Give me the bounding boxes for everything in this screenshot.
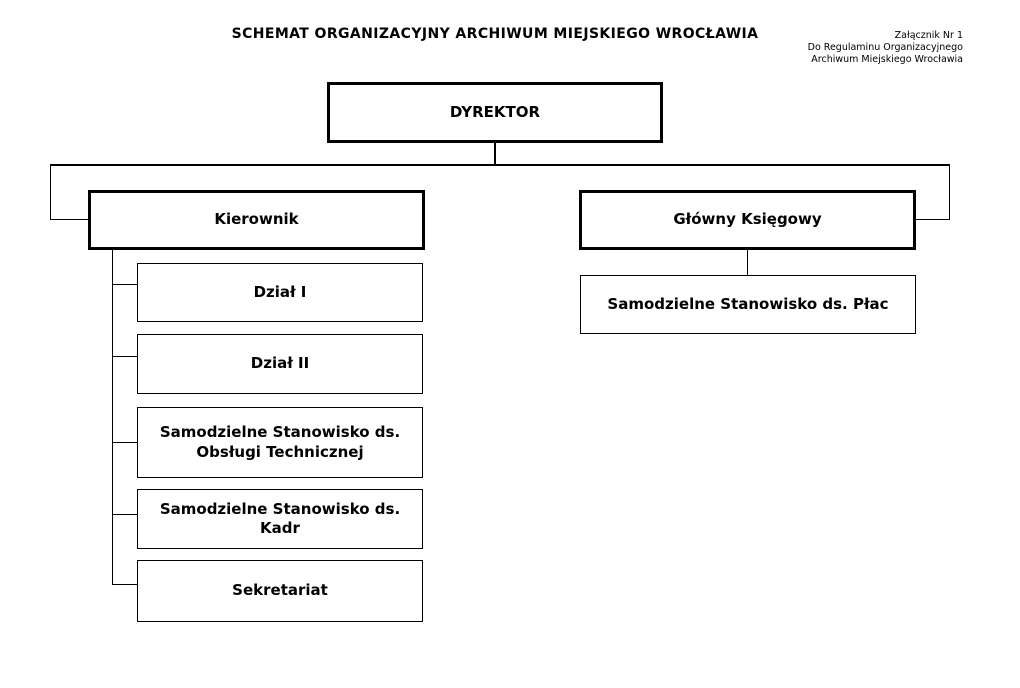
node-plac: Samodzielne Stanowisko ds. Płac	[580, 275, 916, 334]
connector-stub-sekretariat	[112, 584, 137, 585]
attachment-note-line-1: Załącznik Nr 1	[894, 30, 963, 41]
node-director: DYREKTOR	[327, 82, 663, 143]
connector-accountant-down	[747, 250, 748, 275]
connector-left-elbow-vertical	[50, 164, 51, 220]
connector-stub-kadr	[112, 514, 137, 515]
connector-right-elbow-vertical	[949, 164, 950, 220]
node-dzial-2: Dział II	[137, 334, 423, 394]
node-dzial-1-label: Dział I	[253, 282, 307, 301]
connector-left-elbow-horizontal	[50, 219, 88, 220]
node-plac-label: Samodzielne Stanowisko ds. Płac	[607, 294, 889, 313]
connector-stub-dzial-1	[112, 284, 137, 285]
connector-stub-obslugi-technicznej	[112, 442, 137, 443]
node-chief-accountant: Główny Księgowy	[579, 190, 916, 250]
node-dzial-1: Dział I	[137, 263, 423, 322]
attachment-note-line-3: Archiwum Miejskiego Wrocławia	[811, 54, 963, 65]
node-obslugi-technicznej-label: Samodzielne Stanowisko ds. Obsługi Techn…	[159, 423, 401, 461]
node-sekretariat: Sekretariat	[137, 560, 423, 622]
node-chief-accountant-label: Główny Księgowy	[673, 210, 822, 229]
node-manager-label: Kierownik	[214, 210, 299, 229]
connector-right-elbow-horizontal	[916, 219, 949, 220]
attachment-note-line-2: Do Regulaminu Organizacyjnego	[807, 42, 963, 53]
node-kadr: Samodzielne Stanowisko ds. Kadr	[137, 489, 423, 549]
node-obslugi-technicznej: Samodzielne Stanowisko ds. Obsługi Techn…	[137, 407, 423, 478]
page-title: SCHEMAT ORGANIZACYJNY ARCHIWUM MIEJSKIEG…	[231, 26, 759, 42]
node-kadr-label: Samodzielne Stanowisko ds. Kadr	[159, 499, 401, 538]
connector-manager-spine	[112, 250, 113, 585]
node-manager: Kierownik	[88, 190, 425, 250]
connector-trunk-horizontal	[50, 164, 950, 166]
attachment-note: Załącznik Nr 1 Do Regulaminu Organizacyj…	[808, 30, 963, 66]
connector-director-down	[494, 143, 496, 164]
node-director-label: DYREKTOR	[449, 102, 541, 121]
connector-stub-dzial-2	[112, 356, 137, 357]
node-dzial-2-label: Dział II	[250, 354, 310, 373]
node-sekretariat-label: Sekretariat	[232, 581, 328, 600]
